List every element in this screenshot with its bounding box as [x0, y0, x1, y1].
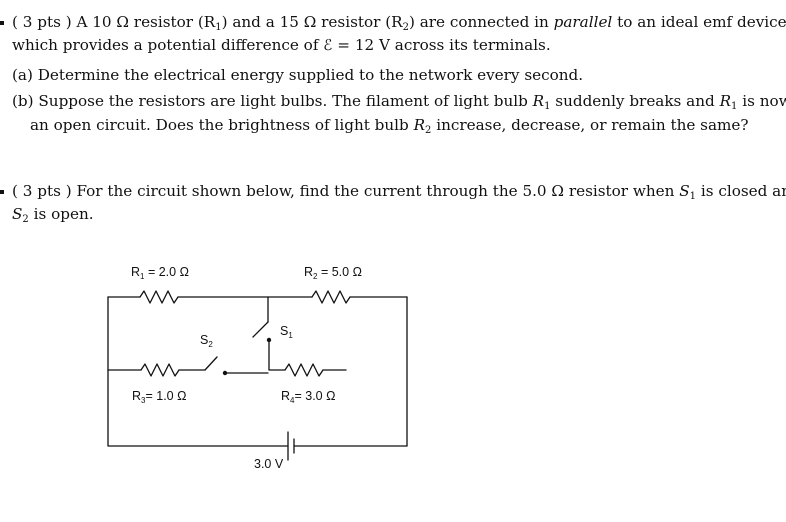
variable: R [532, 92, 545, 110]
problem-2-line-1: ( 3 pts ) For the circuit shown below, f… [12, 181, 786, 202]
r4-label: R4= 3.0 Ω [281, 389, 335, 405]
problem-bullet [0, 190, 4, 194]
part-b-line-2: an open circuit. Does the brightness of … [30, 115, 749, 136]
switch-s1-contact [266, 337, 272, 343]
s1-label: S1 [280, 324, 293, 340]
r3-label: R3= 1.0 Ω [132, 389, 186, 405]
subscript: 1 [544, 101, 551, 112]
subscript: 2 [425, 125, 432, 136]
italic-text: parallel [553, 13, 613, 31]
problem-1: ( 3 pts ) A 10 Ω resistor (R1) and a 15 … [0, 12, 786, 142]
r1-label: R1 = 2.0 Ω [131, 265, 189, 281]
text-segment: is now [742, 92, 786, 110]
text-segment: ) and a 15 Ω resistor (R [221, 13, 403, 31]
variable: S [679, 182, 690, 200]
problem-2-line-2: S2 is open. [12, 204, 94, 225]
s2-label: S2 [200, 333, 213, 349]
subscript: 1 [689, 191, 697, 202]
wire-s1-down [268, 339, 286, 371]
variable: R [719, 92, 732, 110]
subscript: 1 [731, 101, 738, 112]
variable: R [413, 116, 426, 134]
resistor-r2 [311, 290, 351, 304]
switch-s1-blade [252, 321, 269, 338]
part-a: (a) Determine the electrical energy supp… [12, 66, 584, 84]
switch-s2-contact [222, 370, 228, 376]
text-segment: (b) Suppose the resistors are light bulb… [12, 92, 533, 110]
text-segment: ( 3 pts ) A 10 Ω resistor (R [12, 13, 216, 31]
subscript: 2 [22, 214, 29, 225]
text-segment: ) are connected in [408, 13, 554, 31]
text-segment: ( 3 pts ) For the circuit shown below, f… [12, 182, 680, 200]
problem-bullet [0, 21, 4, 25]
text-segment: an open circuit. Does the brightness of … [30, 116, 414, 134]
text-segment: is open. [28, 205, 94, 223]
problem-2: ( 3 pts ) For the circuit shown below, f… [0, 181, 786, 231]
subscript: 2 [402, 22, 409, 33]
subscript: 1 [215, 22, 222, 33]
wire-bottom-left [107, 369, 289, 447]
text-segment: suddenly breaks and [550, 92, 720, 110]
battery-label: 3.0 V [254, 457, 284, 471]
part-b-line-1: (b) Suppose the resistors are light bulb… [12, 91, 786, 112]
switch-s2-blade [204, 356, 218, 371]
resistor-r1 [139, 290, 179, 304]
variable: S [12, 205, 23, 223]
text-segment: is closed and [700, 182, 786, 200]
text-segment: increase, decrease, or remain the same? [431, 116, 749, 134]
text-segment: to an ideal emf device [612, 13, 786, 31]
r2-label: R2 = 5.0 Ω [304, 265, 362, 281]
resistor-r4 [284, 363, 324, 377]
resistor-r3 [140, 363, 180, 377]
problem-1-line-1: ( 3 pts ) A 10 Ω resistor (R1) and a 15 … [12, 12, 786, 33]
problem-1-line-2: which provides a potential difference of… [12, 36, 551, 54]
